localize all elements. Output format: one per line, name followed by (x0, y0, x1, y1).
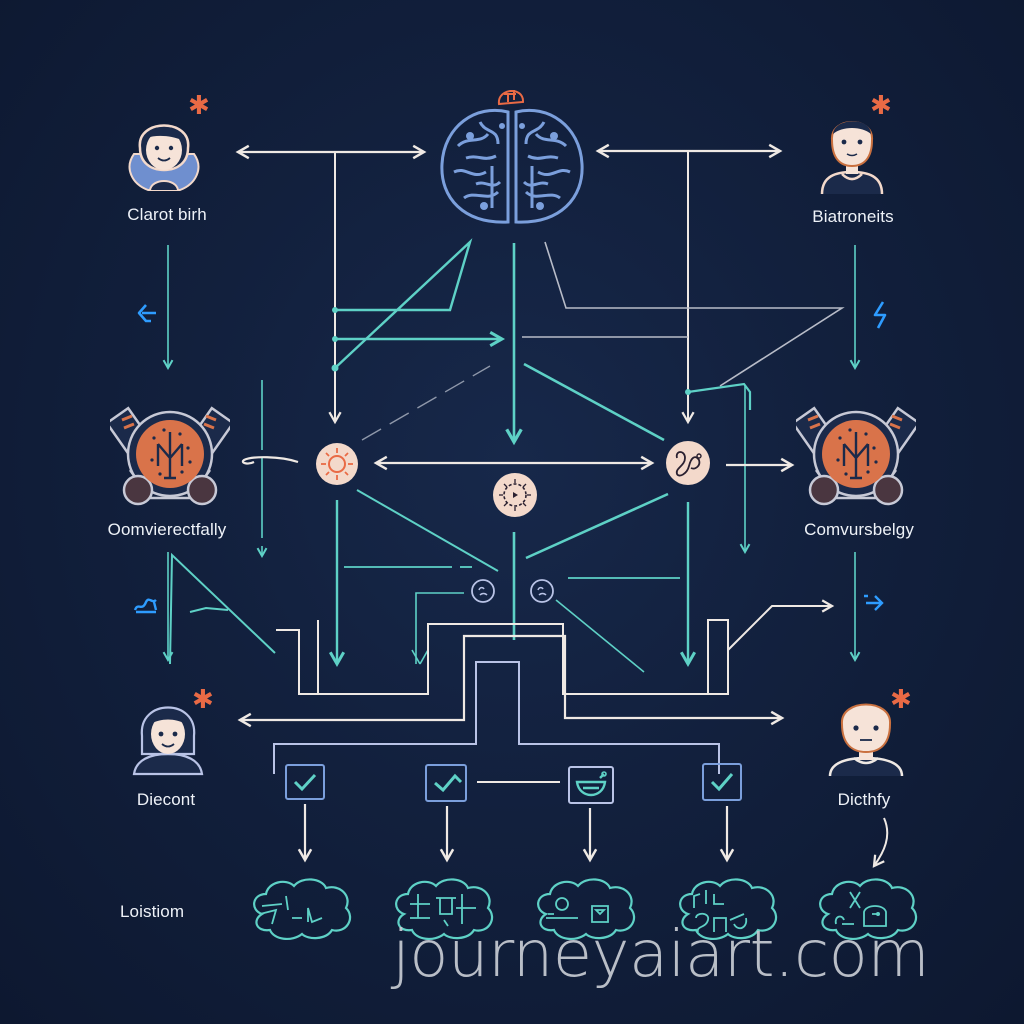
bowl-icon (575, 771, 607, 797)
emblem-icon (110, 406, 230, 506)
emblem-icon (796, 406, 916, 506)
brain-outline-icon (679, 878, 778, 940)
brain-outline-icon (395, 878, 494, 940)
hub-small-right[interactable] (529, 578, 555, 604)
emblem-left[interactable] (110, 398, 230, 508)
person-bottom-right[interactable]: ✱ (826, 684, 936, 782)
hub-center[interactable] (492, 472, 538, 518)
brain-node[interactable] (436, 86, 588, 230)
bottom-row-label: Loistiom (120, 902, 185, 921)
checkmark-icon (434, 773, 463, 793)
bottom-brain-5[interactable] (814, 874, 922, 944)
person-label-bottom-left: Diecont (136, 790, 196, 809)
man-avatar-icon (828, 703, 904, 777)
emblem-label-right: Comvursbelgy (804, 520, 914, 539)
wave-icon (133, 598, 158, 614)
brain-outline-icon (819, 878, 918, 940)
hub-small-left[interactable] (470, 578, 496, 604)
back-arrow-icon (137, 304, 156, 323)
brain-icon (440, 109, 584, 224)
checkbox-1[interactable] (285, 764, 325, 800)
bottom-brain-1[interactable] (248, 874, 356, 944)
checkbox-2[interactable] (425, 764, 467, 802)
watermark: journeyaiart.com (392, 918, 930, 992)
face-circle-icon (471, 579, 495, 603)
woman-avatar-icon (128, 124, 200, 191)
checkmark-icon (293, 773, 317, 792)
hub-sun[interactable] (315, 442, 359, 486)
star-icon: ✱ (870, 90, 892, 120)
woman-avatar-icon (132, 706, 204, 776)
bottom-brain-3[interactable] (532, 874, 640, 944)
person-label-top-right: Biatroneits (812, 207, 894, 226)
emblem-label-left: Oomvierectfally (107, 520, 227, 539)
face-circle-icon (530, 579, 554, 603)
circuit-head-icon (497, 90, 525, 106)
bottom-brain-4[interactable] (674, 874, 782, 944)
arrow-right-icon (864, 594, 884, 611)
person-label-top-left: Clarot birh (127, 205, 207, 224)
brain-outline-icon (253, 878, 352, 940)
star-icon: ✱ (188, 90, 210, 120)
emblem-right[interactable] (796, 398, 916, 508)
lightning-icon (873, 301, 887, 329)
hub-knot[interactable] (665, 440, 711, 486)
man-avatar-icon (820, 121, 884, 195)
checkmark-icon (710, 773, 734, 792)
bottom-brain-2[interactable] (390, 874, 498, 944)
person-bottom-left[interactable]: ✱ (128, 684, 238, 782)
knot-icon (666, 441, 710, 485)
brain-outline-icon (537, 878, 636, 940)
star-icon: ✱ (890, 684, 912, 714)
person-top-left[interactable]: ✱ (118, 90, 228, 228)
checkbox-3[interactable] (568, 766, 614, 804)
sun-icon (316, 443, 358, 485)
checkbox-4[interactable] (702, 763, 742, 801)
person-top-right[interactable]: ✱ (812, 90, 922, 230)
star-icon: ✱ (192, 684, 214, 714)
person-label-bottom-right: Dicthfy (837, 790, 891, 809)
virus-icon (493, 473, 537, 517)
